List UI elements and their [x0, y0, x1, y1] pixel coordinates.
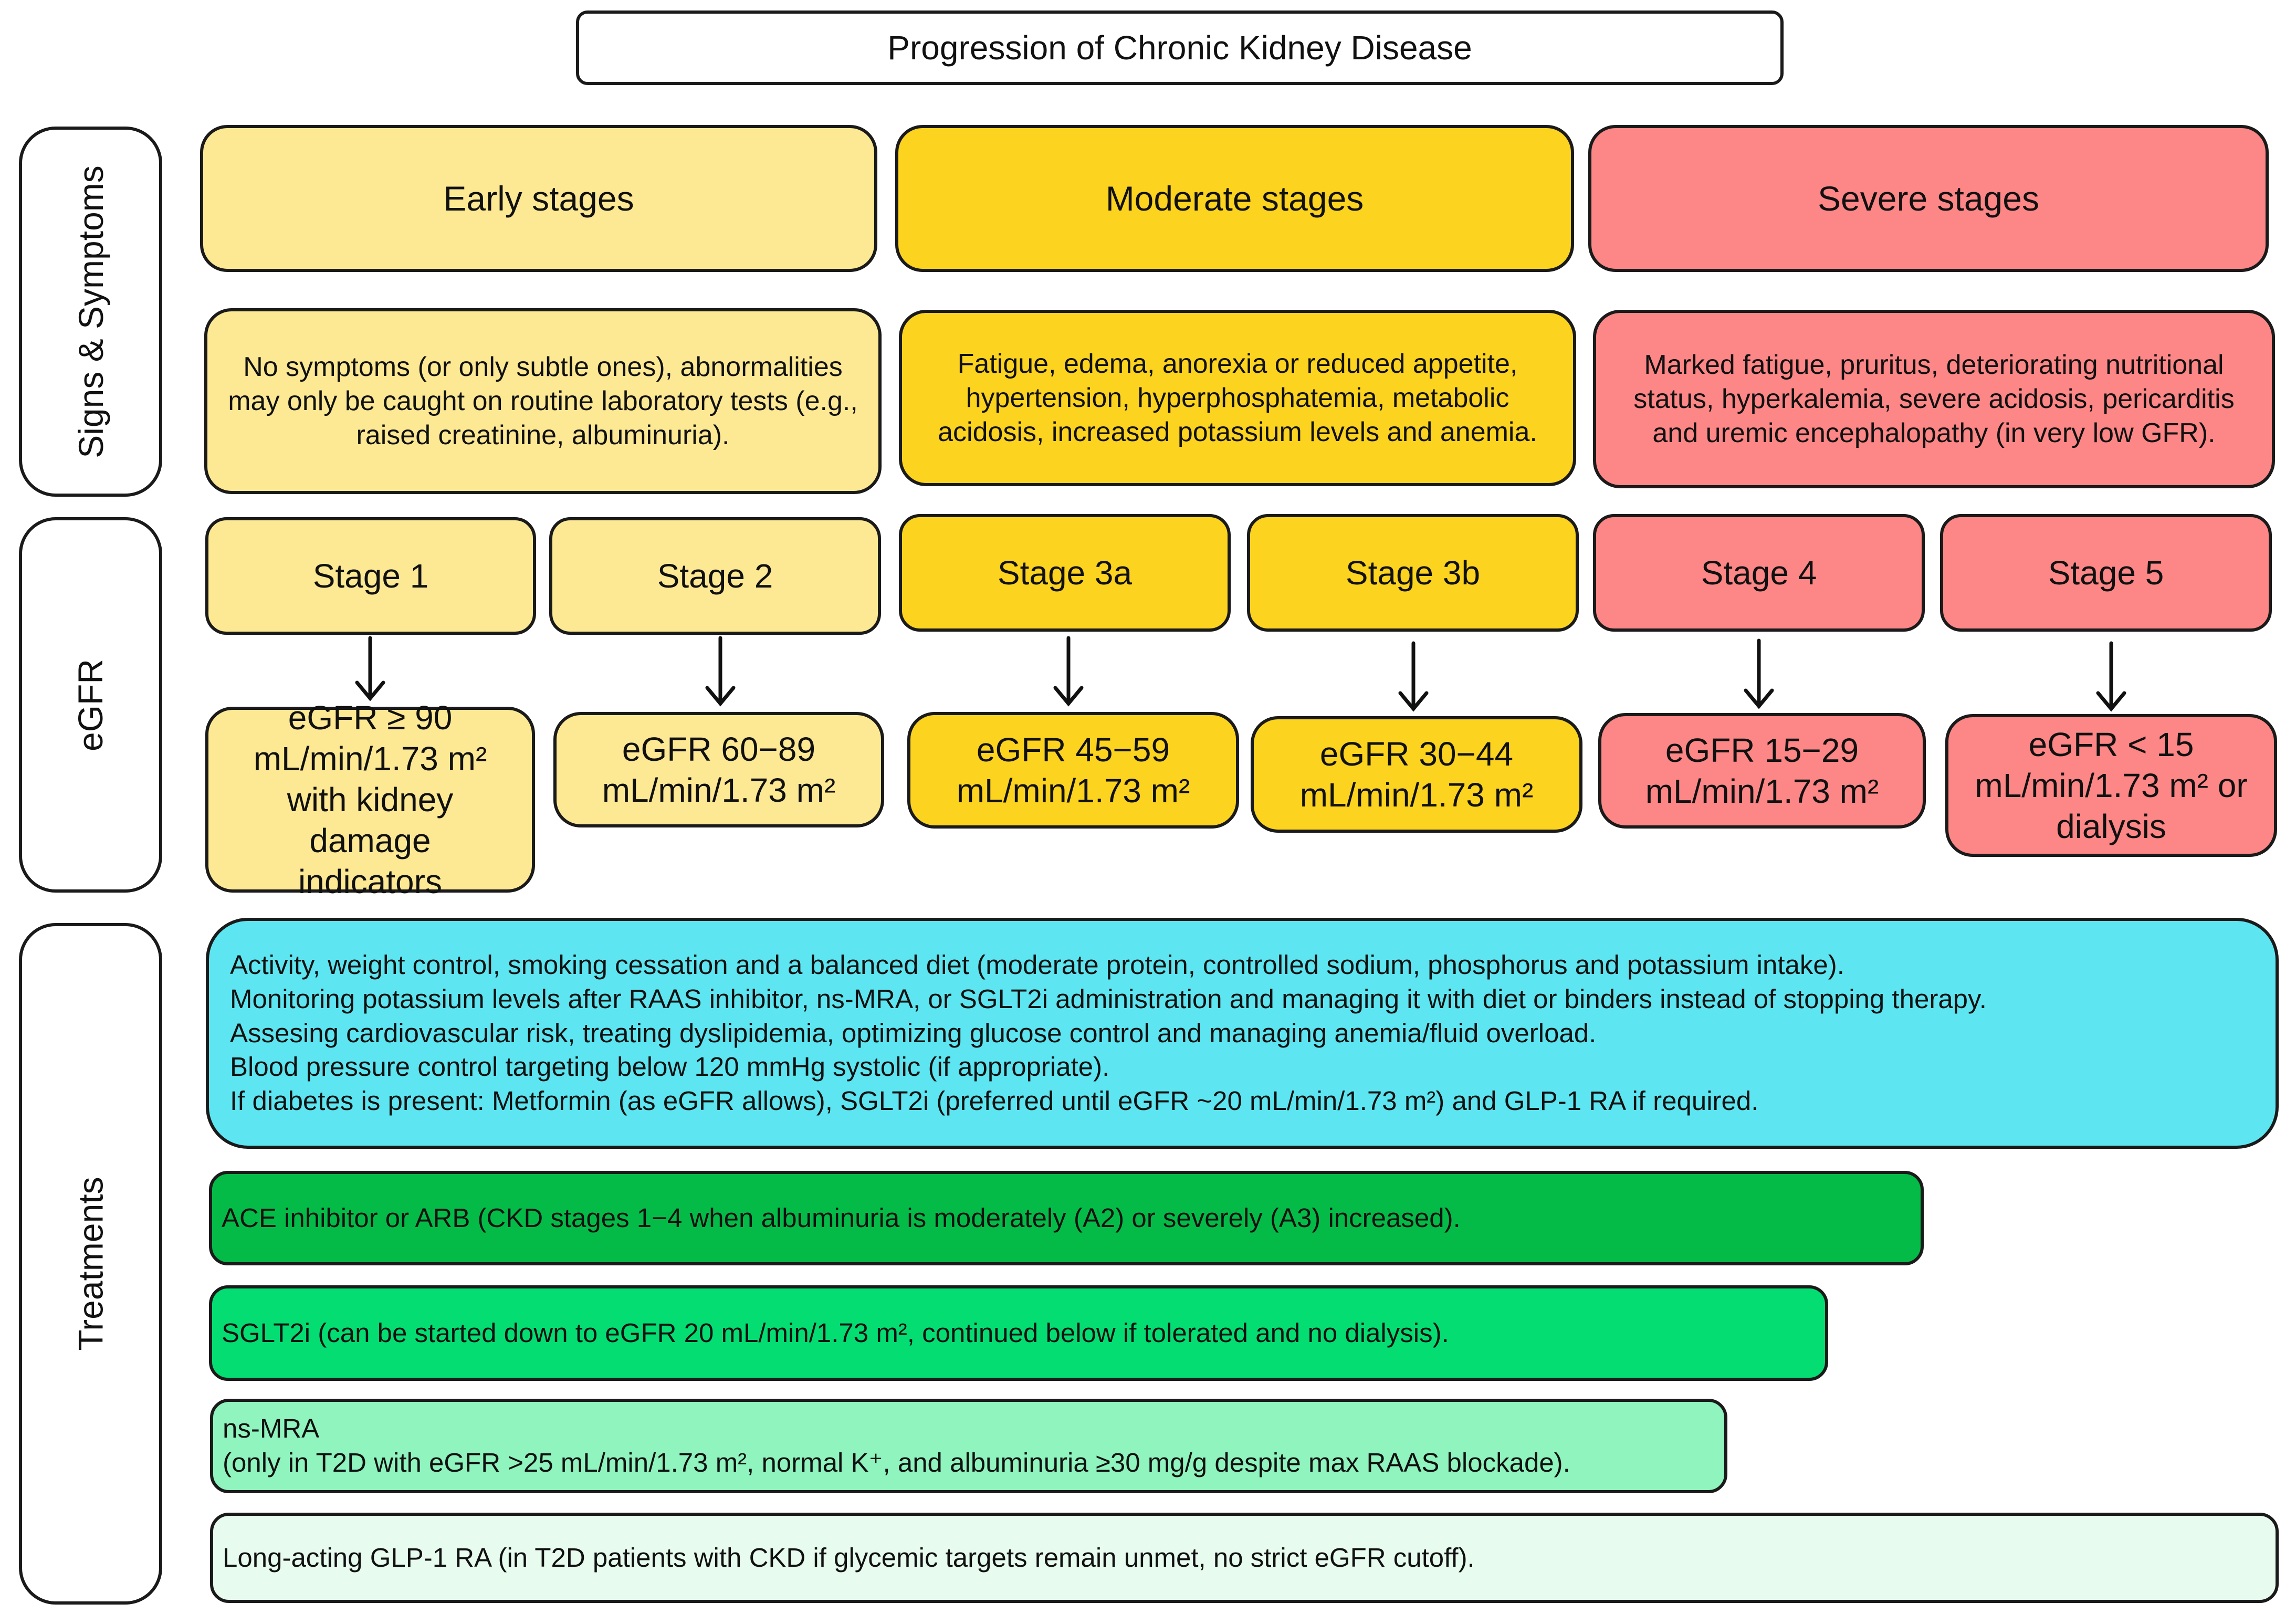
egfr-stage-3b: eGFR 30−44 mL/min/1.73 m²	[1251, 716, 1582, 833]
treatment-ace-arb: ACE inhibitor or ARB (CKD stages 1−4 whe…	[209, 1171, 1924, 1265]
egfr-stage-2: eGFR 60−89 mL/min/1.73 m²	[553, 712, 884, 827]
stage-4-box: Stage 4	[1593, 514, 1925, 632]
treatment-ns-mra-text: ns-MRA (only in T2D with eGFR >25 mL/min…	[223, 1412, 1570, 1480]
arrow-stage-3b	[1398, 641, 1429, 712]
stage-3a-box: Stage 3a	[899, 514, 1231, 632]
arrow-stage-3a	[1053, 636, 1084, 707]
egfr-stage-3a: eGFR 45−59 mL/min/1.73 m²	[907, 712, 1239, 829]
symptoms-moderate: Fatigue, edema, anorexia or reduced appe…	[899, 310, 1576, 486]
arrow-stage-1	[355, 636, 385, 701]
group-header-severe-text: Severe stages	[1818, 179, 2039, 218]
stage-4-label: Stage 4	[1701, 554, 1817, 592]
treatment-ns-mra-line: (only in T2D with eGFR >25 mL/min/1.73 m…	[223, 1448, 1570, 1477]
egfr-stage-2-text: eGFR 60−89 mL/min/1.73 m²	[602, 730, 836, 809]
symptoms-severe-text: Marked fatigue, pruritus, deteriorating …	[1633, 349, 2235, 448]
treatment-general-line: If diabetes is present: Metformin (as eG…	[230, 1086, 1759, 1116]
row-label-treatments: Treatments	[19, 923, 162, 1605]
row-label-signs: Signs & Symptoms	[19, 127, 162, 497]
arrow-stage-2	[705, 636, 736, 707]
group-header-moderate-text: Moderate stages	[1105, 179, 1364, 218]
stage-3b-box: Stage 3b	[1247, 514, 1579, 632]
egfr-stage-5-text: eGFR < 15 mL/min/1.73 m² or dialysis	[1975, 725, 2248, 846]
diagram-title-text: Progression of Chronic Kidney Disease	[887, 29, 1472, 67]
treatment-general-line: Activity, weight control, smoking cessat…	[230, 950, 1844, 980]
arrow-stage-5	[2096, 641, 2126, 712]
egfr-stage-1-text: eGFR ≥ 90 mL/min/1.73 m² with kidney dam…	[253, 698, 487, 901]
stage-5-label: Stage 5	[2048, 554, 2164, 592]
treatment-general-line: Monitoring potassium levels after RAAS i…	[230, 983, 1987, 1014]
stage-2-label: Stage 2	[657, 557, 773, 595]
stage-3b-label: Stage 3b	[1345, 554, 1481, 592]
stage-5-box: Stage 5	[1940, 514, 2272, 632]
treatment-general: Activity, weight control, smoking cessat…	[206, 918, 2279, 1149]
treatment-ns-mra: ns-MRA (only in T2D with eGFR >25 mL/min…	[210, 1399, 1727, 1493]
treatment-glp1-text: Long-acting GLP-1 RA (in T2D patients wi…	[223, 1542, 1475, 1573]
treatment-glp1: Long-acting GLP-1 RA (in T2D patients wi…	[210, 1513, 2279, 1603]
treatment-general-list: Activity, weight control, smoking cessat…	[230, 948, 1987, 1118]
group-header-moderate: Moderate stages	[895, 125, 1574, 272]
stage-2-box: Stage 2	[549, 517, 881, 635]
group-header-early: Early stages	[200, 125, 877, 272]
stage-1-box: Stage 1	[205, 517, 536, 635]
symptoms-early-text: No symptoms (or only subtle ones), abnor…	[228, 351, 858, 450]
stage-3a-label: Stage 3a	[997, 554, 1133, 592]
diagram-title: Progression of Chronic Kidney Disease	[576, 11, 1784, 85]
group-header-severe: Severe stages	[1588, 125, 2269, 272]
egfr-stage-1: eGFR ≥ 90 mL/min/1.73 m² with kidney dam…	[205, 699, 535, 900]
treatment-general-line: Blood pressure control targeting below 1…	[230, 1052, 1110, 1082]
treatment-sglt2i: SGLT2i (can be started down to eGFR 20 m…	[209, 1285, 1828, 1381]
egfr-stage-5: eGFR < 15 mL/min/1.73 m² or dialysis	[1945, 714, 2277, 857]
group-header-early-text: Early stages	[443, 179, 634, 218]
egfr-stage-4: eGFR 15−29 mL/min/1.73 m²	[1598, 713, 1926, 829]
stage-1-label: Stage 1	[312, 557, 429, 595]
symptoms-early: No symptoms (or only subtle ones), abnor…	[204, 308, 882, 494]
symptoms-severe: Marked fatigue, pruritus, deteriorating …	[1593, 310, 2275, 488]
treatment-ns-mra-line: ns-MRA	[223, 1413, 320, 1444]
egfr-stage-3b-text: eGFR 30−44 mL/min/1.73 m²	[1299, 735, 1534, 814]
row-label-egfr: eGFR	[19, 517, 162, 893]
treatment-ace-arb-text: ACE inhibitor or ARB (CKD stages 1−4 whe…	[222, 1202, 1461, 1233]
treatment-sglt2i-text: SGLT2i (can be started down to eGFR 20 m…	[222, 1317, 1449, 1348]
arrow-stage-4	[1744, 638, 1774, 709]
egfr-stage-3a-text: eGFR 45−59 mL/min/1.73 m²	[956, 730, 1190, 810]
symptoms-moderate-text: Fatigue, edema, anorexia or reduced appe…	[938, 348, 1537, 447]
treatment-general-line: Assesing cardiovascular risk, treating d…	[230, 1018, 1597, 1048]
egfr-stage-4-text: eGFR 15−29 mL/min/1.73 m²	[1645, 731, 1879, 810]
